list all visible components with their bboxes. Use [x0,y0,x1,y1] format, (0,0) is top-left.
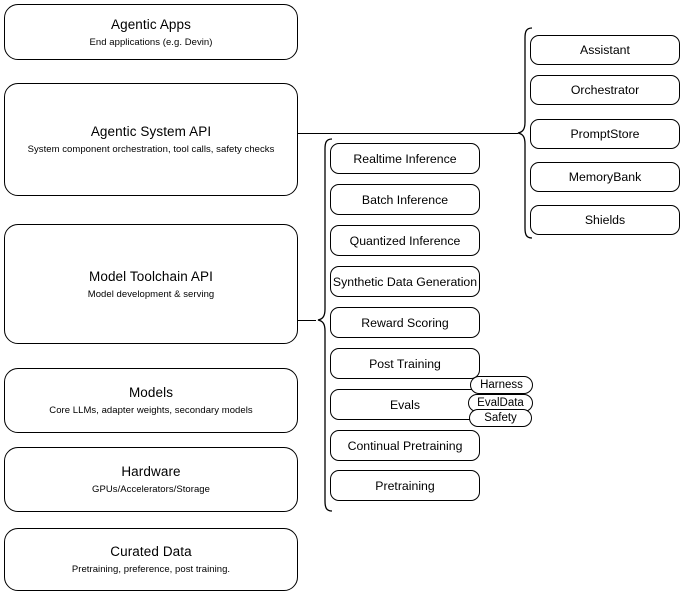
component-box-promptstore[interactable]: PromptStore [530,119,680,149]
layer-subtitle: Pretraining, preference, post training. [71,564,231,575]
layer-subtitle: End applications (e.g. Devin) [89,36,213,48]
connector-model-toolchain-line [298,320,316,321]
pill-label: Harness [480,379,523,391]
component-box-batch-inference[interactable]: Batch Inference [330,184,480,215]
component-box-synthetic-data-generation[interactable]: Synthetic Data Generation [330,266,480,297]
layer-box-curated-data[interactable]: Curated Data Pretraining, preference, po… [4,528,298,591]
layer-subtitle: GPUs/Accelerators/Storage [92,484,210,495]
layer-title: Agentic System API [90,124,212,139]
layer-title: Hardware [121,464,181,479]
component-label: Realtime Inference [353,151,457,166]
pill-harness[interactable]: Harness [470,376,533,394]
component-label: Reward Scoring [361,315,449,330]
component-label: Quantized Inference [349,233,461,248]
pill-label: EvalData [477,397,524,409]
component-box-continual-pretraining[interactable]: Continual Pretraining [330,430,480,461]
layer-title: Curated Data [110,544,192,559]
component-label: Post Training [369,356,441,371]
layer-box-hardware[interactable]: Hardware GPUs/Accelerators/Storage [4,447,298,512]
component-box-evals[interactable]: Evals [330,389,480,420]
connector-agentic-system-line [298,133,518,134]
brace-agentic-system-components [517,27,533,239]
layer-title: Models [128,385,174,400]
layer-box-model-toolchain-api[interactable]: Model Toolchain API Model development & … [4,224,298,344]
component-box-orchestrator[interactable]: Orchestrator [530,75,680,105]
layer-subtitle: System component orchestration, tool cal… [27,144,275,155]
component-label: Synthetic Data Generation [332,274,478,289]
component-box-quantized-inference[interactable]: Quantized Inference [330,225,480,256]
layer-subtitle: Model development & serving [87,288,215,300]
component-label: Evals [389,397,421,412]
component-box-post-training[interactable]: Post Training [330,348,480,379]
component-label: Continual Pretraining [347,438,463,453]
layer-title: Model Toolchain API [89,268,213,284]
layer-box-agentic-apps[interactable]: Agentic Apps End applications (e.g. Devi… [4,4,298,60]
pill-evaldata[interactable]: EvalData [468,394,533,412]
component-box-shields[interactable]: Shields [530,205,680,235]
component-label: Batch Inference [361,192,449,207]
layer-box-agentic-system-api[interactable]: Agentic System API System component orch… [4,83,298,196]
component-label: Assistant [580,43,630,57]
component-box-pretraining[interactable]: Pretraining [330,470,480,501]
layer-title: Agentic Apps [110,16,191,32]
component-box-reward-scoring[interactable]: Reward Scoring [330,307,480,338]
component-box-assistant[interactable]: Assistant [530,35,680,65]
component-label: PromptStore [570,127,640,141]
pill-label: Safety [484,412,517,424]
brace-toolchain-components [317,138,333,512]
component-label: Pretraining [375,478,435,493]
pill-safety[interactable]: Safety [469,409,532,427]
component-box-memorybank[interactable]: MemoryBank [530,162,680,192]
component-box-realtime-inference[interactable]: Realtime Inference [330,143,480,174]
component-label: MemoryBank [568,170,642,184]
component-label: Shields [584,213,626,227]
layer-box-models[interactable]: Models Core LLMs, adapter weights, secon… [4,368,298,433]
component-label: Orchestrator [570,83,640,97]
layer-subtitle: Core LLMs, adapter weights, secondary mo… [49,405,253,416]
